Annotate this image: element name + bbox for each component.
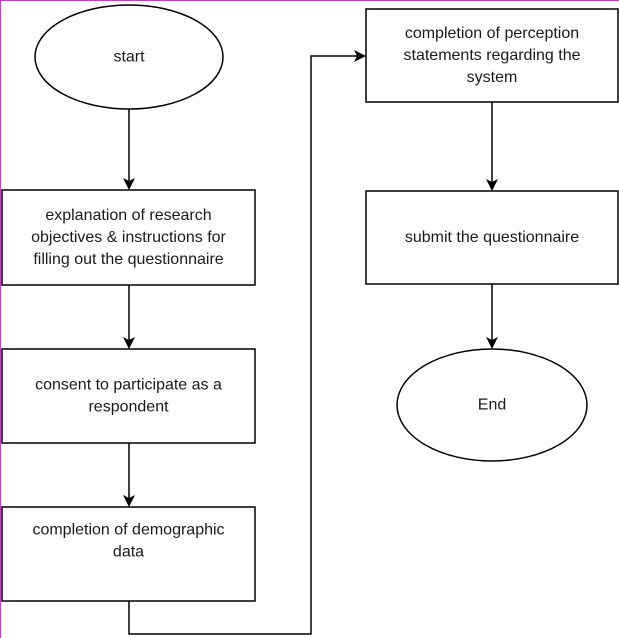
node-demographic-shape (1, 506, 256, 602)
node-perception: completion of perception statements regar… (365, 8, 619, 103)
node-end: End (396, 348, 588, 462)
node-perception-label-line-2: statements regarding the (404, 47, 581, 64)
node-submit-shape (365, 190, 619, 285)
node-demographic-label-line-1: completion of demographic (32, 522, 224, 539)
node-start: start (34, 4, 224, 110)
node-explain: explanation of research objectives & inst… (1, 189, 256, 286)
node-explain-label-line-3: filling out the questionnaire (33, 251, 223, 268)
node-start-shape (34, 4, 224, 110)
node-explain-label-line-2: objectives & instructions for (31, 229, 226, 246)
node-submit: submit the questionnaire (365, 190, 619, 285)
node-consent-label-line-2: respondent (88, 399, 169, 416)
node-explain-label-line-1: explanation of research (45, 207, 211, 224)
nodes-layer: start explanation of research objectives &… (1, 4, 619, 602)
node-perception-shape (365, 8, 619, 103)
node-explain-shape (1, 189, 256, 286)
edges-layer (123, 50, 498, 635)
node-end-shape (396, 348, 588, 462)
node-start-label-line-1: start (113, 49, 145, 66)
node-submit-label-line-1: submit the questionnaire (405, 229, 579, 246)
node-perception-label-line-1: completion of perception (405, 25, 579, 42)
node-consent-shape (1, 348, 256, 444)
arrow-demographic-perception (128, 50, 366, 635)
node-end-label-line-1: End (478, 397, 506, 414)
node-consent-label-line-1: consent to participate as a (35, 377, 222, 394)
node-perception-label-line-3: system (467, 69, 518, 86)
node-consent: consent to participate as a respondent (1, 348, 256, 444)
node-demographic: completion of demographic data (1, 506, 256, 602)
node-demographic-label-line-2: data (113, 544, 144, 561)
